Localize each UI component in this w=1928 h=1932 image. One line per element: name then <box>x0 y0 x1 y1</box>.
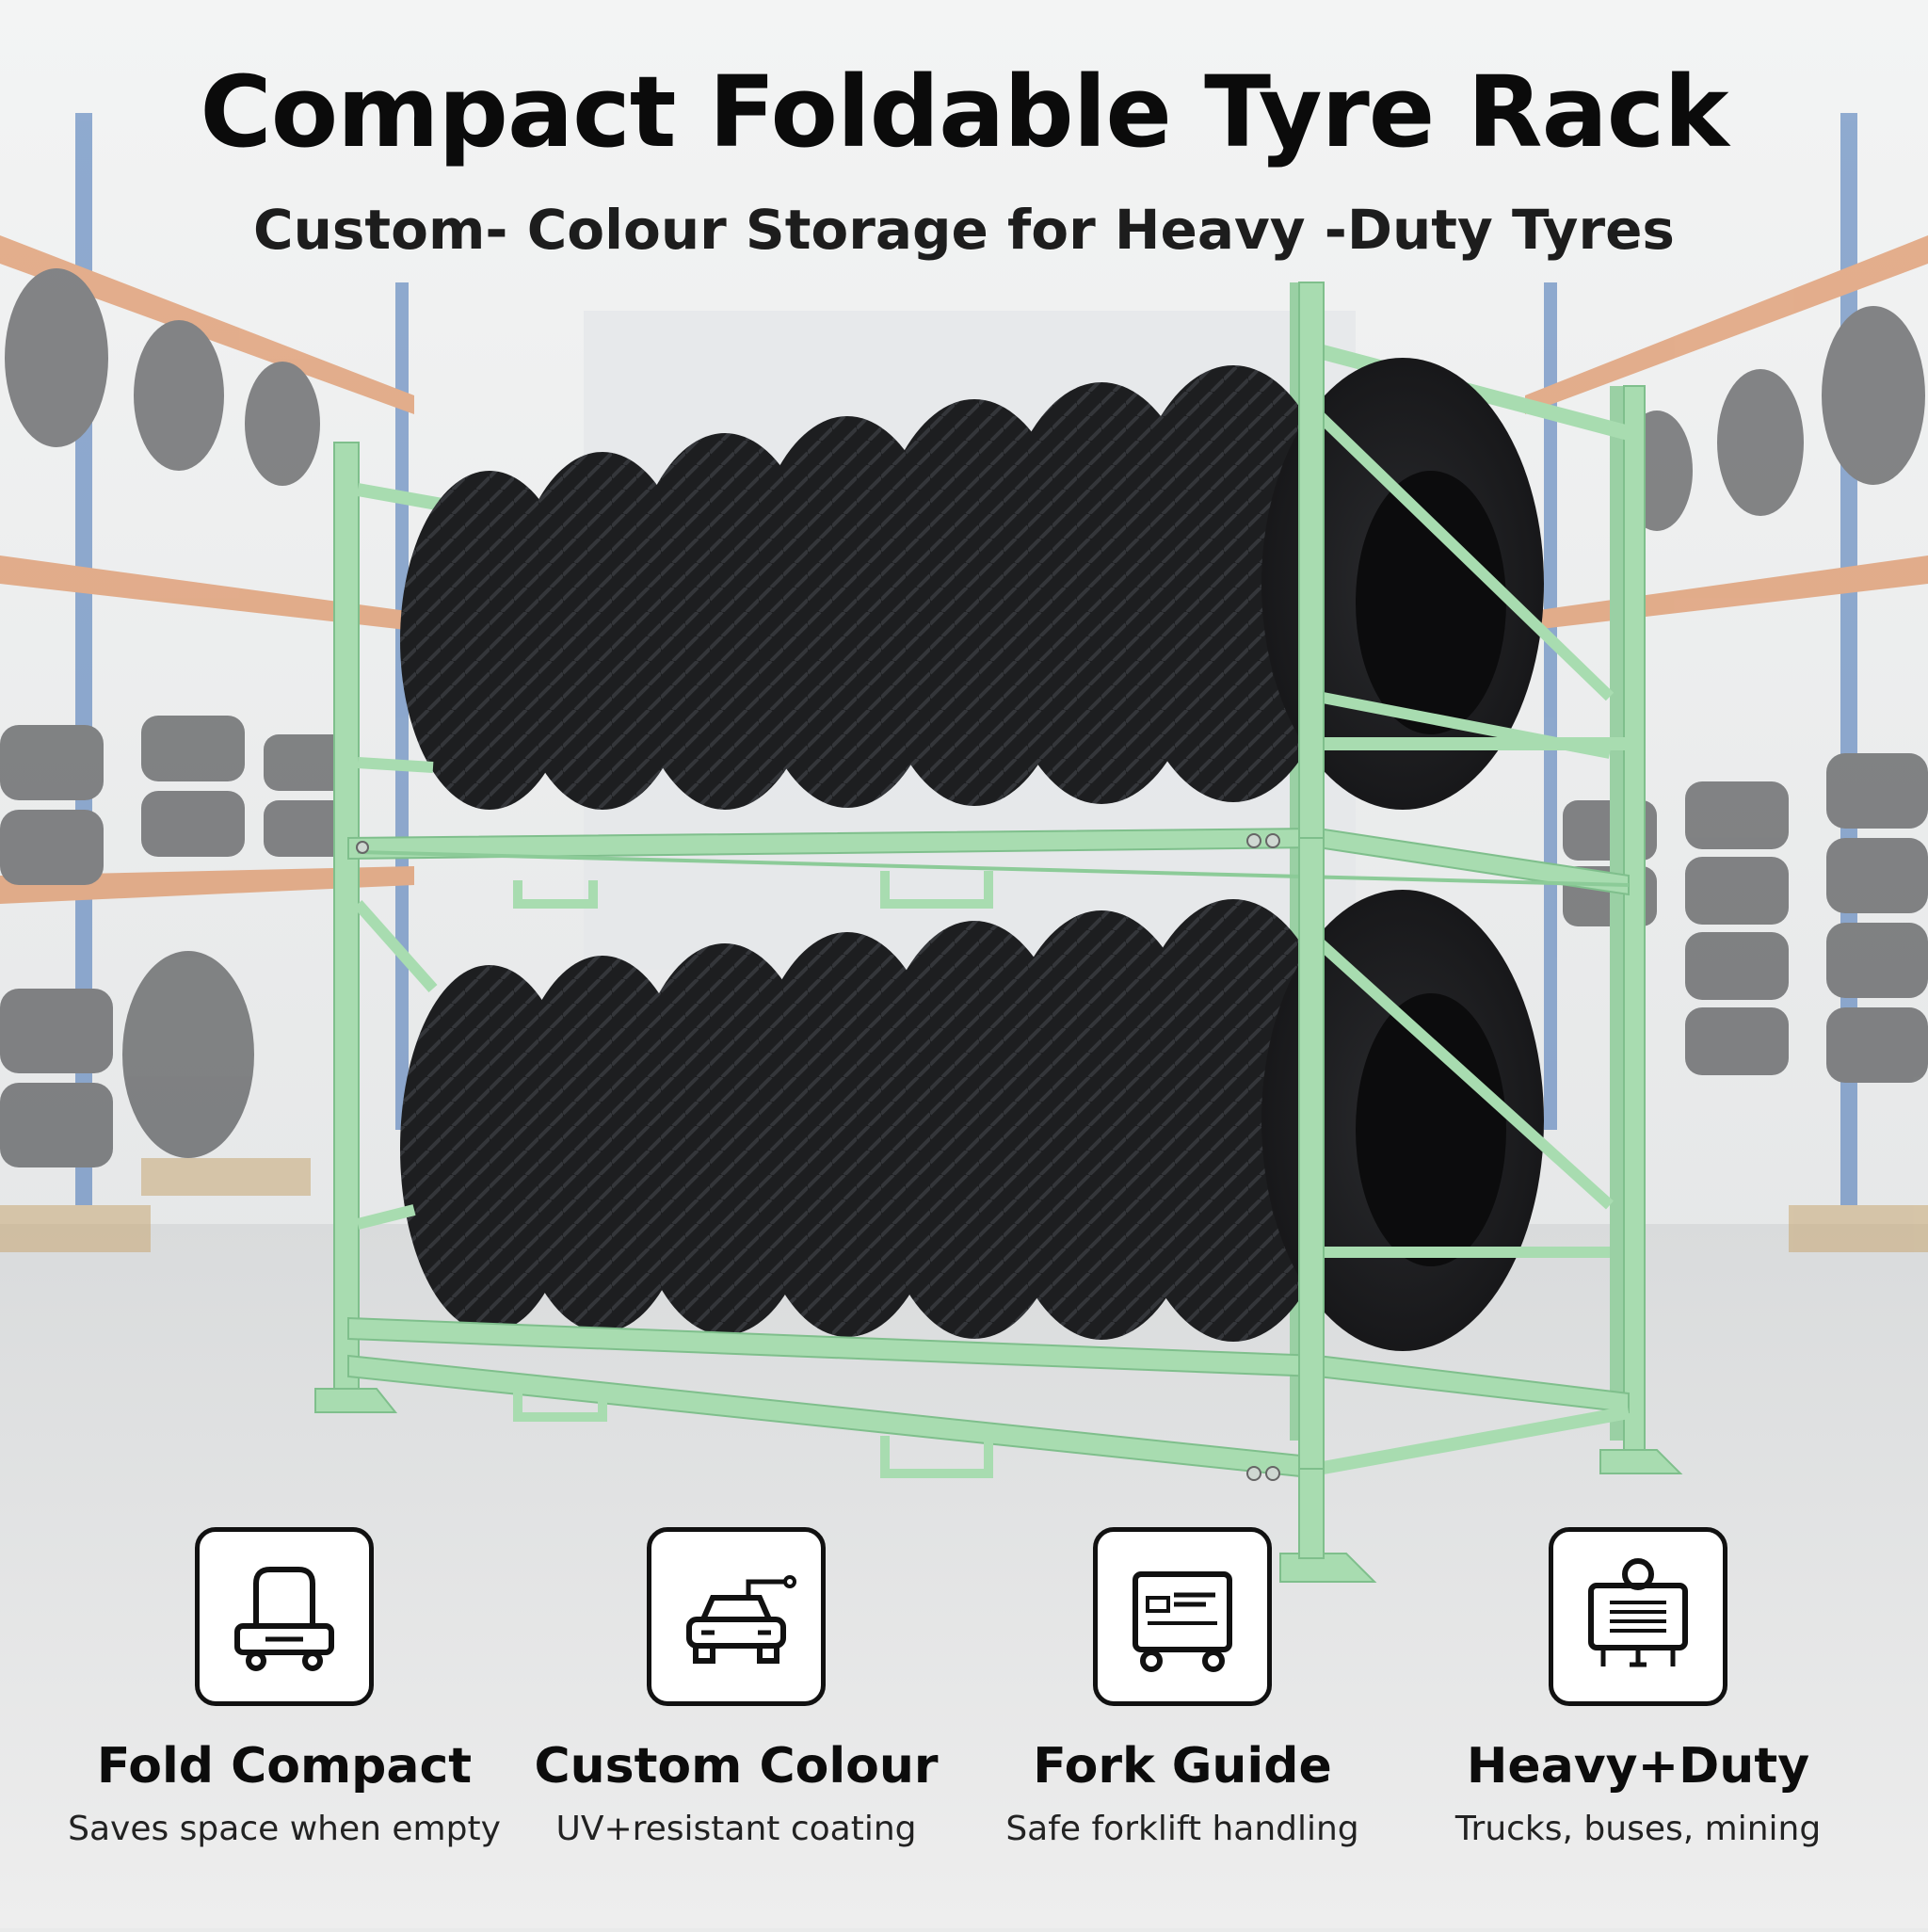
feature-title: Fork Guide <box>1033 1738 1332 1795</box>
feature-title: Heavy+Duty <box>1466 1738 1810 1795</box>
upper-tyre-row <box>400 358 1544 810</box>
left-warehouse-shelves <box>0 113 414 1252</box>
feature-fork-guide: Fork Guide Safe forklift handling <box>956 1527 1408 1848</box>
page-title: Compact Foldable Tyre Rack <box>200 55 1728 169</box>
heavy-duty-sign-icon <box>1549 1527 1727 1706</box>
lower-tyre-row <box>400 890 1544 1351</box>
page-subtitle: Custom- Colour Storage for Heavy -Duty T… <box>253 198 1675 262</box>
forklift-icon <box>1093 1527 1272 1706</box>
feature-title: Custom Colour <box>534 1738 939 1795</box>
feature-description: Saves space when empty <box>68 1810 501 1848</box>
feature-title: Fold Compact <box>96 1738 473 1795</box>
folding-cart-icon <box>195 1527 374 1706</box>
feature-description: UV+resistant coating <box>555 1810 917 1848</box>
feature-heavy-duty: Heavy+Duty Trucks, buses, mining <box>1412 1527 1864 1848</box>
feature-custom-colour: Custom Colour UV+resistant coating <box>510 1527 962 1848</box>
car-icon <box>647 1527 826 1706</box>
right-warehouse-shelves <box>1525 113 1928 1252</box>
feature-description: Trucks, buses, mining <box>1454 1810 1822 1848</box>
feature-description: Safe forklift handling <box>1005 1810 1359 1848</box>
feature-fold-compact: Fold Compact Saves space when empty <box>58 1527 510 1848</box>
tyre-rack <box>314 282 1683 1583</box>
